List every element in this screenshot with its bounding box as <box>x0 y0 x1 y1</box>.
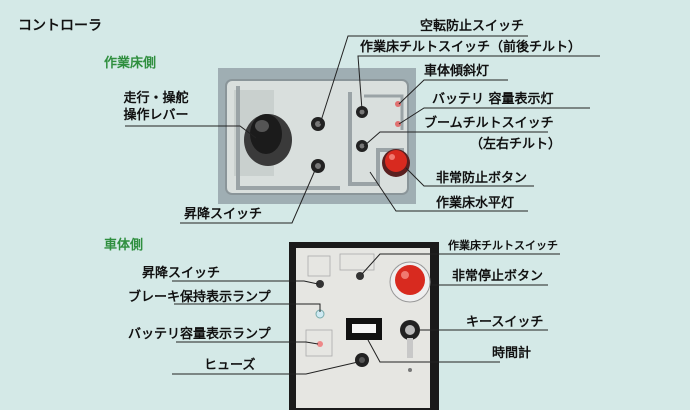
toggle-switch-icon <box>311 117 325 131</box>
toggle-switch-icon <box>356 140 368 152</box>
label-platform-emergency-stop: 非常防止ボタン <box>436 171 528 186</box>
label-floor-tilt-switch: 作業床チルトスイッチ（前後チルト） <box>360 40 582 55</box>
label-body-emergency-stop: 非常停止ボタン <box>452 269 544 284</box>
body-controller-photo <box>289 242 439 410</box>
fuse-icon <box>355 353 369 367</box>
label-brake-lamp: ブレーキ保持表示ランプ <box>128 290 271 305</box>
joystick-icon <box>244 114 292 166</box>
label-fuse: ヒューズ <box>204 358 256 373</box>
key-switch-icon <box>400 320 420 358</box>
hour-meter-icon <box>346 318 382 340</box>
label-boom-tilt-1: ブームチルトスイッチ <box>424 116 554 131</box>
label-boom-tilt-2: （左右チルト） <box>470 137 562 152</box>
toggle-switch-icon <box>311 159 325 173</box>
lamp-icon <box>395 101 401 127</box>
label-body-lift-switch: 昇降スイッチ <box>142 266 221 281</box>
label-floor-level-lamp: 作業床水平灯 <box>436 196 515 211</box>
section-platform: 作業床側 <box>104 56 157 71</box>
lamp-icon <box>315 309 325 347</box>
label-body-floor-tilt-switch: 作業床チルトスイッチ <box>448 239 558 252</box>
page-title: コントローラ <box>18 18 102 34</box>
label-body-tilt-lamp: 車体傾斜灯 <box>424 64 490 79</box>
emergency-stop-button-icon <box>382 149 410 177</box>
label-travel-lever-1: 走行・操舵 <box>123 91 189 106</box>
leader-lines-body <box>172 253 560 375</box>
label-hour-meter: 時間計 <box>492 346 532 361</box>
label-platform-lift-switch: 昇降スイッチ <box>184 207 263 222</box>
label-travel-lever-2: 操作レバー <box>123 108 189 123</box>
toggle-switch-icon <box>356 106 368 118</box>
label-battery-lamp: バッテリ 容量表示灯 <box>432 92 554 107</box>
toggle-switch-icon <box>316 280 324 288</box>
platform-controller-photo <box>218 68 416 204</box>
emergency-stop-button-icon <box>389 261 431 303</box>
label-body-battery-lamp: バッテリ容量表示ランプ <box>128 327 271 342</box>
section-body: 車体側 <box>104 238 144 253</box>
label-key-switch: キースイッチ <box>466 315 544 330</box>
label-anti-rotation-switch: 空転防止スイッチ <box>420 19 525 34</box>
leader-lines-platform <box>125 35 600 224</box>
